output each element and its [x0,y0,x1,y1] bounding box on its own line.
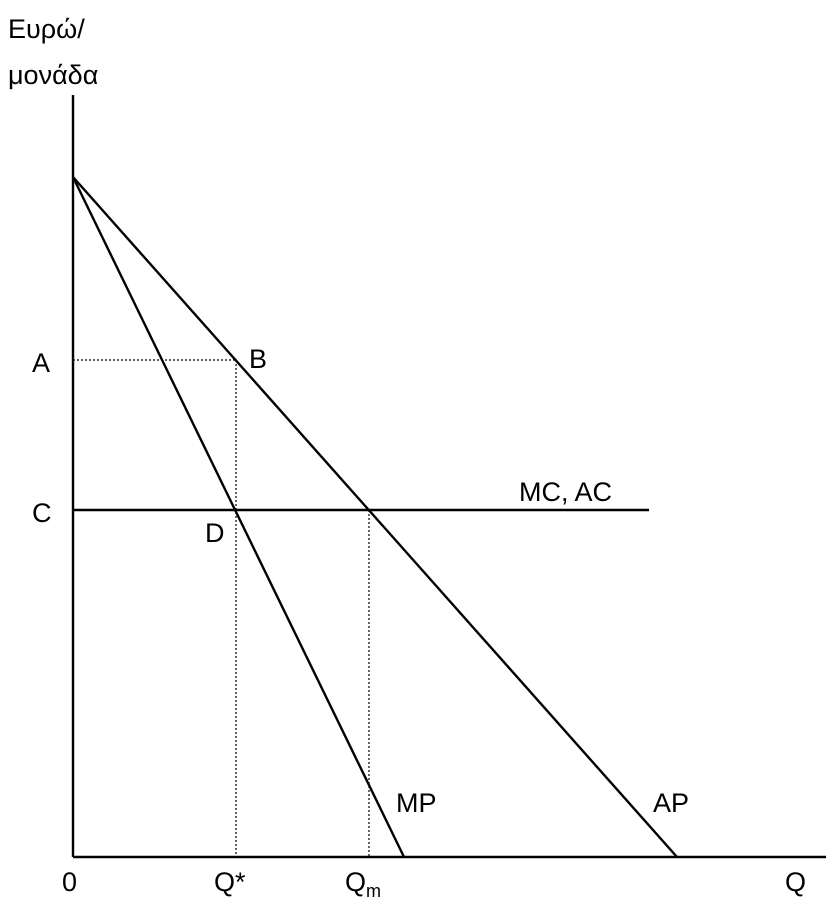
y-axis-label-line2: μονάδα [8,60,98,90]
x-axis-label: Q [785,867,806,897]
ap-label: AP [653,788,689,818]
q-m-label: Q [345,867,366,897]
ap-line [72,176,678,858]
y-axis-label-line1: Ευρώ/ [8,14,85,44]
mp-line [71,176,406,858]
price-label-a: A [32,348,50,378]
origin-label: 0 [62,867,77,897]
point-label-b: B [249,344,267,374]
q-star-label: Q* [214,867,246,897]
price-label-c: C [32,498,52,528]
point-label-d: D [205,518,225,548]
mp-label: MP [396,788,437,818]
mc-ac-label: MC, AC [519,477,612,507]
q-m-subscript: m [366,881,381,899]
